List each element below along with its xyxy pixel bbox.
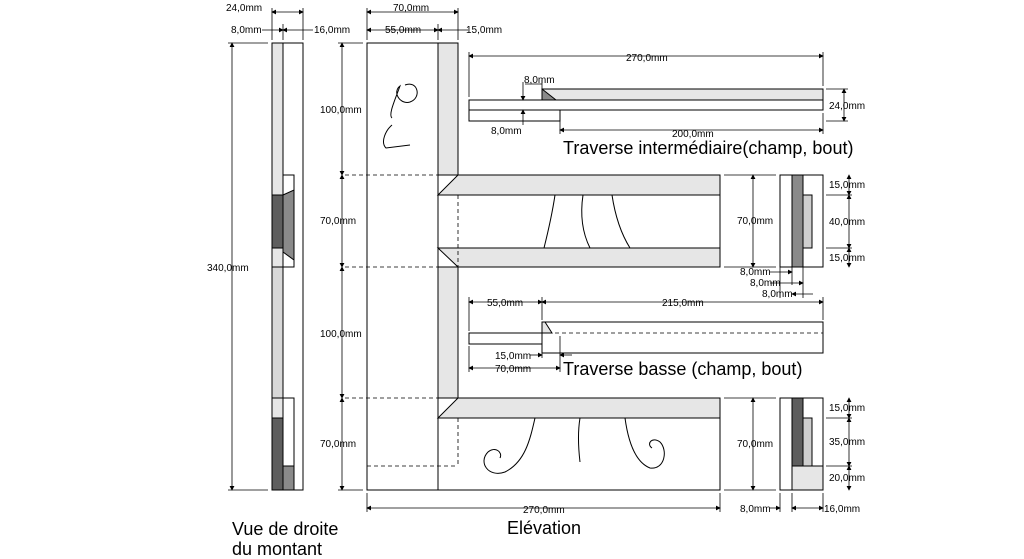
dim-elev-15: 15,0mm [466,25,502,36]
dim-mid-40: 40,0mm [829,217,865,228]
dim-bot-20: 20,0mm [829,473,865,484]
bottom-rail-view [468,297,824,372]
dim-tm-8a: 8,0mm [524,75,555,86]
dim-bot-70: 70,0mm [737,439,773,450]
bottom-rail-end-view [724,397,852,512]
title-elevation: Elévation [507,518,581,538]
dim-bot-8: 8,0mm [740,504,771,515]
dim-elev-70: 70,0mm [393,3,429,14]
side-view [228,8,313,491]
dim-tb-70: 70,0mm [495,364,531,375]
dim-mid-8c: 8,0mm [762,289,793,300]
dim-elev-100a: 100,0mm [320,105,362,116]
dim-elev-70a: 70,0mm [320,216,356,227]
dim-side-16: 16,0mm [314,25,350,36]
dim-tm-8b: 8,0mm [491,126,522,137]
elevation-view [338,8,721,512]
dim-mid-15a: 15,0mm [829,180,865,191]
dim-bot-35: 35,0mm [829,437,865,448]
title-intermediate-rail: Traverse intermédiaire(champ, bout) [563,138,853,158]
dim-side-340: 340,0mm [207,263,249,274]
dim-elev-270: 270,0mm [523,505,565,516]
mid-rail-end-view [724,174,852,298]
dim-mid-8b: 8,0mm [750,278,781,289]
dim-tb-15: 15,0mm [495,351,531,362]
intermediate-rail-view [468,52,848,134]
dim-elev-55: 55,0mm [385,25,421,36]
dim-tm-24: 24,0mm [829,101,865,112]
dim-tb-55: 55,0mm [487,298,523,309]
dim-tm-270: 270,0mm [626,53,668,64]
title-side-view: Vue de droite [232,519,338,539]
dim-bot-15: 15,0mm [829,403,865,414]
dim-elev-70b: 70,0mm [320,439,356,450]
dim-tb-215: 215,0mm [662,298,704,309]
dim-tm-200: 200,0mm [672,129,714,140]
title-side-view-2: du montant [232,539,322,559]
dim-side-8: 8,0mm [231,25,262,36]
dim-side-24: 24,0mm [226,3,262,14]
title-bottom-rail: Traverse basse (champ, bout) [563,359,802,379]
dim-elev-100b: 100,0mm [320,329,362,340]
dim-mid-8a: 8,0mm [740,267,771,278]
dim-bot-16: 16,0mm [824,504,860,515]
dim-mid-70: 70,0mm [737,216,773,227]
dim-mid-15b: 15,0mm [829,253,865,264]
